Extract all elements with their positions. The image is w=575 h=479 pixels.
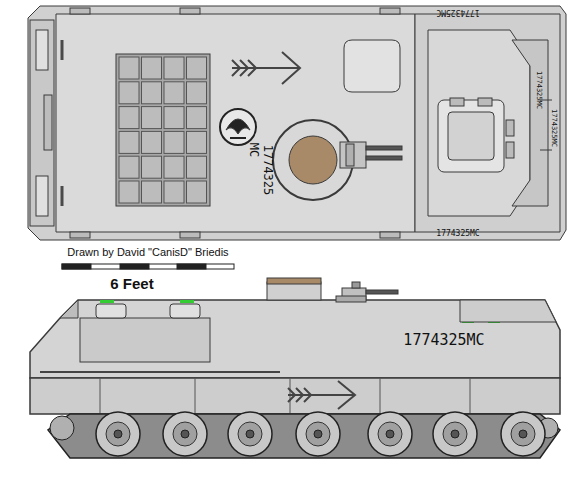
vent-grill (119, 57, 207, 203)
hull-number: MC (248, 143, 260, 157)
hull-number: 1774325MC (436, 8, 479, 16)
scale-label: 6 Feet (110, 276, 153, 291)
hull-number: 1774325MC (436, 230, 479, 238)
hull-number: 1774325MC (535, 71, 542, 109)
hull-number: 1774325MC (550, 109, 557, 147)
road-wheels (50, 412, 558, 456)
hull-number: 1774325MC (403, 333, 484, 348)
hull-number: 1774325 (262, 145, 274, 196)
credit-note: Drawn by David "CanisD" Briedis (67, 247, 228, 258)
